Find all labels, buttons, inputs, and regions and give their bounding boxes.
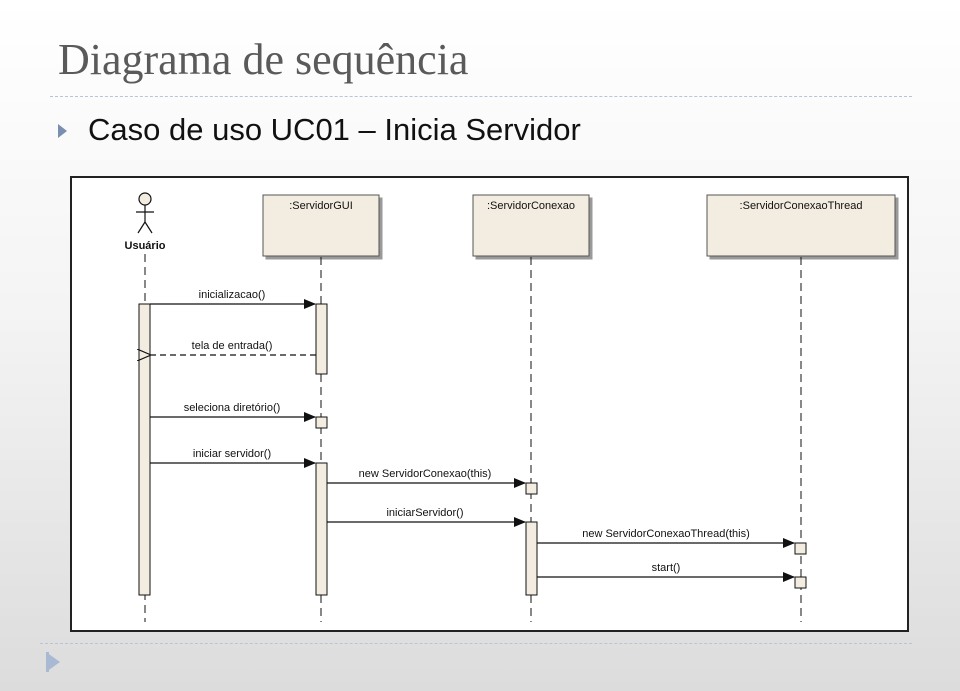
message-label: inicializacao(): [199, 289, 266, 301]
bullet-arrow-icon: [58, 124, 67, 138]
message-start: start(): [537, 562, 795, 582]
message-label: start(): [652, 562, 681, 574]
activation-servidorconexaothread-1: [794, 542, 807, 555]
bullet-text: Caso de uso UC01 – Inicia Servidor: [88, 112, 581, 147]
message-seleciona-diretorio: seleciona diretório(): [150, 402, 316, 422]
footer-divider: [40, 643, 912, 644]
message-label: seleciona diretório(): [184, 402, 281, 414]
activation-servidorconexao-2: [525, 521, 538, 596]
message-new-servidorconexao: new ServidorConexao(this): [327, 468, 526, 488]
lifeline-label: :ServidorGUI: [289, 200, 353, 212]
actor-usuario: Usuário: [125, 192, 166, 252]
message-tela-de-entrada: tela de entrada(): [151, 340, 316, 355]
message-iniciarservidor: iniciarServidor(): [327, 507, 526, 527]
message-inicializacao: inicializacao(): [150, 289, 316, 309]
actor-label: Usuário: [125, 240, 166, 252]
message-new-servidorconexaothread: new ServidorConexaoThread(this): [537, 528, 795, 548]
lifeline-servidorconexaothread: :ServidorConexaoThread: [706, 194, 896, 257]
slide-nav-icon[interactable]: [46, 652, 60, 672]
activation-usuario: [138, 303, 151, 596]
slide-title: Diagrama de sequência: [58, 35, 469, 84]
lifeline-servidorgui: :ServidorGUI: [262, 194, 380, 257]
activation-servidorgui-3: [315, 462, 328, 596]
lifeline-label: :ServidorConexao: [487, 200, 575, 212]
activation-servidorconexaothread-2: [794, 576, 807, 589]
lifeline-label: :ServidorConexaoThread: [740, 200, 863, 212]
message-iniciar-servidor: iniciar servidor(): [150, 448, 316, 468]
message-label: new ServidorConexaoThread(this): [582, 528, 750, 540]
message-label: iniciarServidor(): [386, 507, 463, 519]
message-label: new ServidorConexao(this): [359, 468, 492, 480]
sequence-diagram: Usuário :ServidorGUI :ServidorConexao :S…: [70, 176, 909, 632]
activation-servidorgui-2: [315, 416, 328, 429]
message-label: iniciar servidor(): [193, 448, 271, 460]
title-divider: [50, 96, 912, 97]
activation-servidorconexao-1: [525, 482, 538, 495]
lifeline-servidorconexao: :ServidorConexao: [472, 194, 590, 257]
message-label: tela de entrada(): [192, 340, 273, 352]
activation-servidorgui-1: [315, 303, 328, 375]
